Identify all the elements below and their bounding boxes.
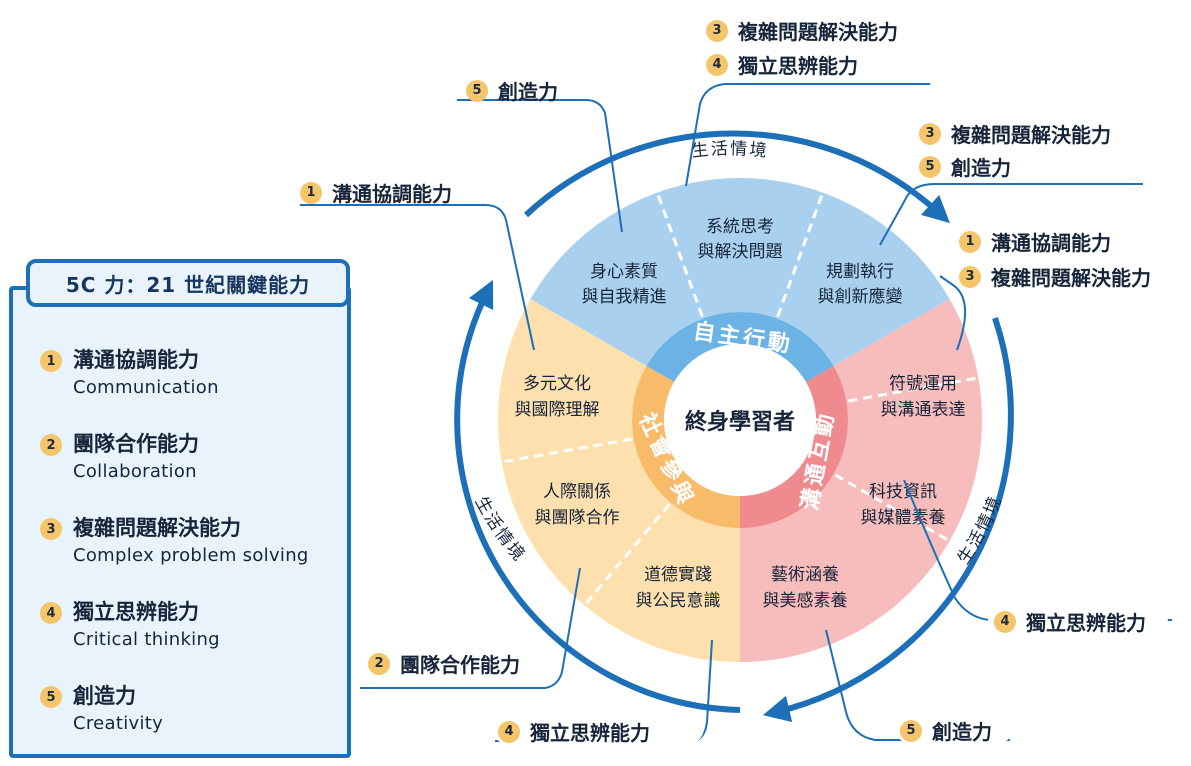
callout-text: 獨立思辨能力: [1026, 611, 1146, 635]
callout-pill: [988, 602, 1168, 634]
number-badge: 3: [706, 19, 728, 42]
segment-label-line1: 身心素質: [590, 262, 658, 282]
competency-zh: 獨立思辨能力: [73, 600, 199, 624]
segment-label-line2: 與公民意識: [636, 591, 721, 611]
competency-en: Collaboration: [73, 461, 197, 482]
callout-text: 複雜問題解決能力: [738, 20, 898, 44]
callout-creativity-right: 5 創造力: [919, 152, 1011, 181]
cycle-arrow-top: [523, 130, 950, 224]
number-badge: 4: [994, 610, 1016, 633]
competency-zh: 團隊合作能力: [73, 432, 199, 456]
inner-ring: [632, 312, 848, 528]
callout-collaboration-bottom: 2 團隊合作能力: [368, 649, 520, 678]
competency-en: Communication: [73, 377, 219, 398]
number-badge: 1: [959, 230, 981, 253]
segment-label-line2: 與團隊合作: [535, 508, 620, 528]
segment-label-line2: 與自我精進: [582, 287, 667, 307]
segment-label-line2: 與美感素養: [763, 591, 848, 611]
outer-segments: [498, 178, 982, 662]
callout-text: 溝通協調能力: [332, 182, 452, 206]
number-badge: 3: [40, 518, 62, 540]
callout-critical-thinking-right: 4 獨立思辨能力: [994, 607, 1146, 636]
callout-critical-thinking-bottom: 4 獨立思辨能力: [498, 717, 650, 746]
competency-en: Complex problem solving: [73, 545, 309, 566]
callout-text: 創造力: [951, 156, 1011, 180]
segment-label-line2: 與創新應變: [818, 286, 903, 307]
life-context-top: 生活情境: [691, 139, 770, 162]
callout-text: 團隊合作能力: [400, 653, 520, 677]
callout-communication-left: 1 溝通協調能力: [300, 178, 452, 207]
segment-label-line1: 道德實踐: [644, 565, 712, 585]
competency-panel: [9, 286, 351, 758]
segment-label-line1: 人際關係: [543, 482, 611, 502]
callout-text: 獨立思辨能力: [738, 54, 858, 78]
number-badge: 4: [706, 53, 728, 76]
callout-text: 創造力: [932, 720, 992, 744]
number-badge: 2: [368, 652, 390, 675]
number-badge: 3: [919, 122, 941, 145]
callout-pill: [362, 644, 552, 676]
divider-line: [776, 192, 825, 318]
number-badge: 2: [40, 434, 62, 456]
callout-text: 溝通協調能力: [991, 231, 1111, 255]
divider-line: [655, 192, 704, 318]
number-badge: 3: [959, 265, 981, 288]
number-badge: 4: [498, 720, 520, 743]
number-badge: 5: [40, 686, 62, 708]
segment-label-line2: 與解決問題: [698, 242, 783, 262]
center-label: 終身學習者: [685, 409, 795, 435]
segment-label-line1: 規劃執行: [826, 262, 894, 282]
callout-text: 複雜問題解決能力: [991, 266, 1151, 290]
callout-creativity-top: 5 創造力: [466, 76, 558, 105]
callout-text: 複雜問題解決能力: [951, 123, 1111, 147]
number-badge: 1: [40, 350, 62, 372]
divider-line: [834, 473, 951, 543]
cycle-arrow-right: [762, 317, 1014, 723]
number-badge: 5: [900, 719, 922, 742]
divider-line: [501, 437, 632, 464]
callout-text: 創造力: [498, 80, 558, 104]
segment-label-line1: 系統思考: [706, 217, 774, 237]
segment-social-inner: [632, 366, 740, 528]
number-badge: 4: [40, 602, 62, 624]
segment-label-line1: 多元文化: [523, 374, 591, 394]
segment-label-line2: 與媒體素養: [861, 508, 946, 528]
number-badge: 5: [466, 79, 488, 102]
competency-en: Creativity: [73, 713, 164, 734]
center-circle: [664, 344, 816, 496]
callout-problem-solving-top: 3 複雜問題解決能力: [706, 16, 898, 45]
segment-label-line2: 與國際理解: [515, 400, 600, 420]
segment-social-outer: [498, 299, 740, 662]
divider-line: [583, 503, 671, 607]
callout-problem-solving-right: 3 複雜問題解決能力: [919, 119, 1111, 148]
segment-communication-outer: [740, 299, 982, 662]
number-badge: 5: [919, 155, 941, 178]
cycle-arrow-left: [454, 279, 741, 713]
segment-communication-inner: [740, 366, 848, 528]
segment-autonomous-inner: [646, 312, 834, 382]
segment-label-line1: 藝術涵養: [771, 565, 839, 585]
competency-zh: 溝通協調能力: [73, 348, 199, 372]
callout-critical-thinking-top: 4 獨立思辨能力: [706, 50, 858, 79]
number-badge: 1: [300, 181, 322, 204]
competency-zh: 複雜問題解決能力: [73, 516, 241, 540]
segment-label-line1: 符號運用: [889, 374, 957, 394]
callout-problem-solving-right-2: 3 複雜問題解決能力: [959, 262, 1151, 291]
callout-pill: [492, 712, 704, 744]
panel-title: 5C 力：21 世紀關鍵能力: [26, 259, 350, 307]
callout-communication-right: 1 溝通協調能力: [959, 227, 1111, 256]
callout-text: 獨立思辨能力: [530, 721, 650, 745]
segment-label-line2: 與溝通表達: [881, 400, 966, 420]
divider-line: [848, 376, 979, 403]
segment-dividers: [501, 192, 979, 607]
callout-creativity-bottom: 5 創造力: [900, 716, 992, 745]
competency-en: Critical thinking: [73, 629, 220, 650]
segment-autonomous-outer: [530, 178, 950, 366]
competency-zh: 創造力: [73, 684, 136, 708]
segment-label-line1: 科技資訊: [869, 482, 937, 502]
